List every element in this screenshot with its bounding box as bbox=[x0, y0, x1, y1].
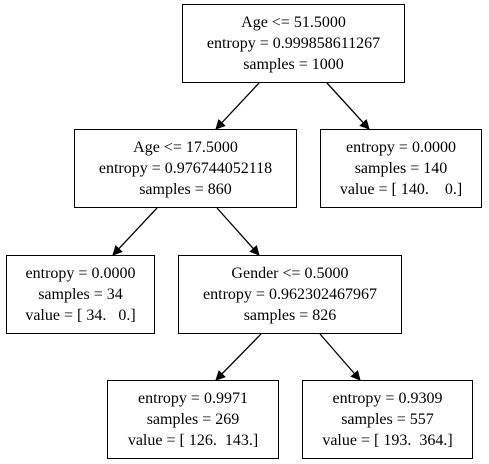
edge-gender-to-leaf-269 bbox=[215, 333, 262, 381]
node-samples: samples = 826 bbox=[243, 307, 337, 324]
node-samples: samples = 860 bbox=[139, 181, 232, 198]
node-samples: samples = 1000 bbox=[243, 56, 344, 73]
node-condition: Age <= 17.5000 bbox=[133, 139, 238, 156]
node-value: value = [ 193. 364.] bbox=[322, 432, 453, 449]
node-samples: samples = 140 bbox=[354, 160, 448, 177]
edge-age51-to-age17 bbox=[215, 82, 260, 130]
node-entropy: entropy = 0.9971 bbox=[138, 390, 248, 407]
node-entropy: entropy = 0.0000 bbox=[25, 265, 136, 282]
node-entropy: entropy = 0.962302467967 bbox=[203, 286, 377, 303]
edge-age17-to-leaf-34 bbox=[112, 207, 158, 256]
node-entropy: entropy = 0.999858611267 bbox=[206, 35, 381, 52]
tree-node-age-split: Age <= 17.5000 entropy = 0.976744052118 … bbox=[74, 129, 297, 208]
node-condition: Age <= 51.5000 bbox=[241, 14, 346, 31]
edge-age17-to-gender bbox=[216, 207, 260, 256]
node-value: value = [ 126. 143.] bbox=[127, 432, 259, 449]
node-entropy: entropy = 0.0000 bbox=[346, 139, 456, 156]
tree-leaf-140: entropy = 0.0000 samples = 140 value = [… bbox=[320, 129, 482, 208]
tree-node-root-age-split: Age <= 51.5000 entropy = 0.999858611267 … bbox=[182, 4, 405, 83]
node-condition: Gender <= 0.5000 bbox=[231, 265, 349, 282]
node-samples: samples = 269 bbox=[146, 411, 240, 428]
edge-age51-to-leaf-140 bbox=[326, 82, 370, 130]
node-entropy: entropy = 0.976744052118 bbox=[98, 160, 273, 177]
tree-node-gender-split: Gender <= 0.5000 entropy = 0.96230246796… bbox=[178, 255, 402, 334]
node-samples: samples = 557 bbox=[341, 411, 434, 428]
node-value: value = [ 34. 0.] bbox=[25, 307, 136, 324]
tree-leaf-269: entropy = 0.9971 samples = 269 value = [… bbox=[107, 380, 279, 459]
tree-leaf-34: entropy = 0.0000 samples = 34 value = [ … bbox=[6, 255, 155, 334]
node-value: value = [ 140. 0.] bbox=[339, 181, 463, 198]
tree-leaf-557: entropy = 0.9309 samples = 557 value = [… bbox=[302, 380, 473, 459]
edge-gender-to-leaf-557 bbox=[319, 333, 361, 381]
node-entropy: entropy = 0.9309 bbox=[332, 390, 443, 407]
node-samples: samples = 34 bbox=[38, 286, 123, 303]
